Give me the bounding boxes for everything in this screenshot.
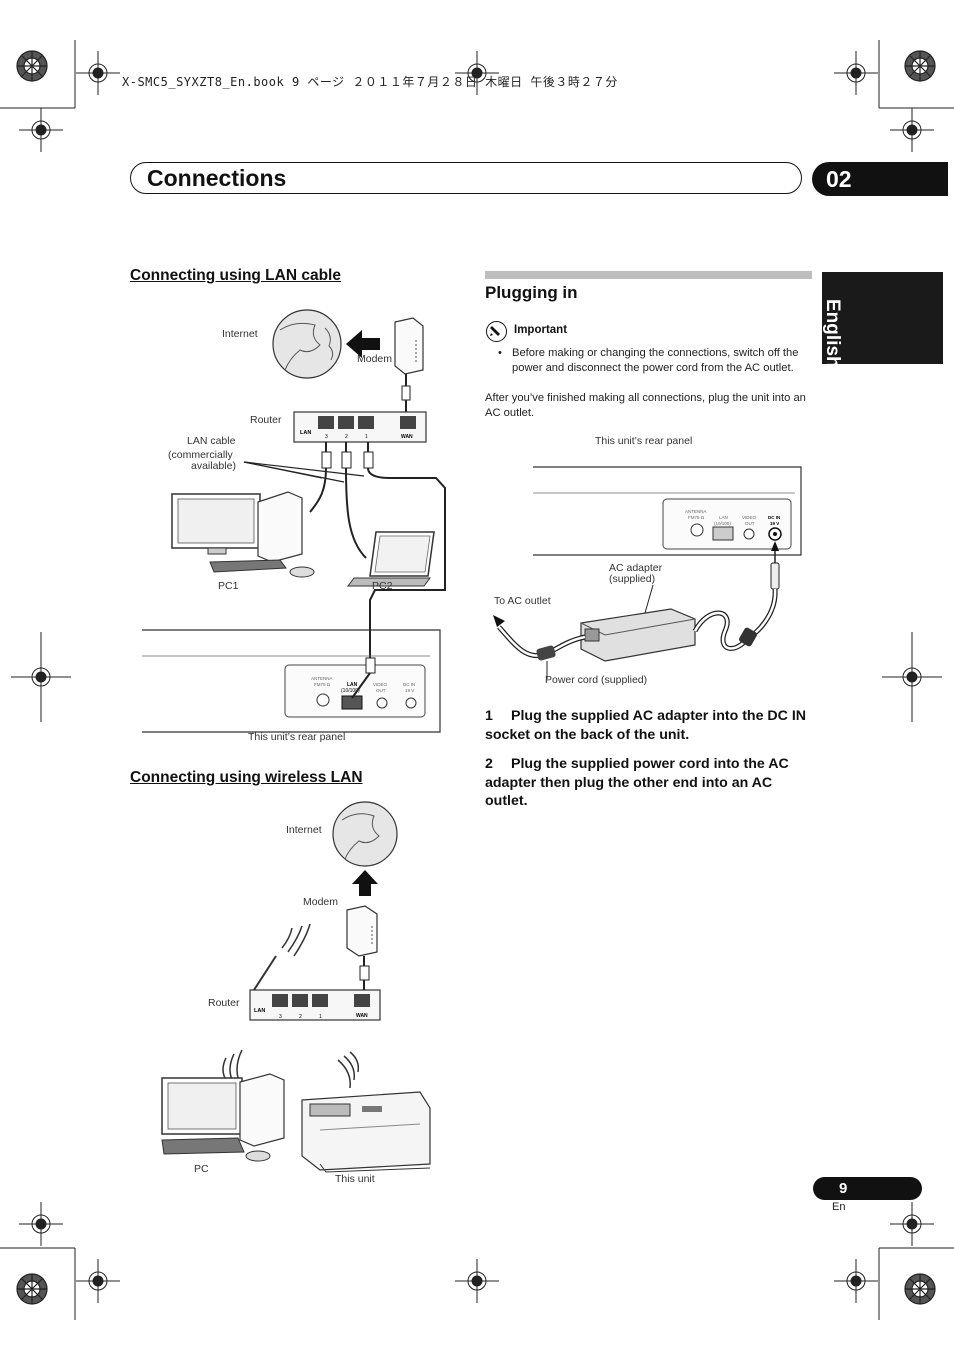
lan-cable-label-3: available): [191, 460, 236, 472]
to-ac-outlet-label: To AC outlet: [494, 595, 551, 607]
svg-text:2: 2: [299, 1014, 302, 1020]
svg-text:FM75 Ω: FM75 Ω: [314, 682, 331, 687]
wireless-lan-diagram: LAN 3 2 1 WAN: [161, 801, 431, 1173]
page-language: En: [832, 1201, 846, 1213]
svg-text:OUT: OUT: [745, 521, 755, 526]
chapter-title: Connections: [147, 165, 287, 191]
lan-cable-label-1: LAN cable: [187, 435, 236, 447]
svg-text:VIDEO: VIDEO: [742, 515, 757, 520]
pc-computer-icon: [161, 1073, 285, 1162]
wireless-router-label: Router: [208, 997, 240, 1009]
lan-cable-diagram: LAN 3 2 1 WAN: [142, 309, 446, 733]
lan-cable-label-2: (commercially: [168, 449, 233, 461]
important-bullet-text: Before making or changing the connection…: [512, 347, 799, 374]
arrow-outlet-icon: [493, 615, 505, 627]
pc2-laptop-icon: [347, 531, 435, 587]
router-lan-text: LAN: [300, 430, 311, 436]
ac-adapter-label-1: AC adapter: [609, 562, 663, 574]
plugging-in-diagram: ANTENNA FM75 Ω LAN (10/100) VIDEO OUT DC…: [493, 466, 802, 679]
svg-text:(10/100): (10/100): [341, 688, 360, 694]
lan-modem-label: Modem: [357, 353, 393, 365]
router-icon: LAN 3 2 1 WAN: [249, 989, 381, 1021]
svg-text:1: 1: [365, 434, 368, 440]
arrow-left-icon: [346, 330, 380, 358]
wireless-pc-label: PC: [194, 1163, 209, 1175]
svg-text:2: 2: [345, 434, 348, 440]
power-cord-label: Power cord (supplied): [545, 674, 648, 686]
lan-router-label: Router: [250, 414, 282, 426]
lan-section-heading: Connecting using LAN cable: [130, 267, 341, 284]
svg-text:DC IN: DC IN: [403, 682, 415, 687]
router-icon: LAN 3 2 1 WAN: [293, 411, 427, 443]
wireless-section-heading: Connecting using wireless LAN: [130, 769, 363, 786]
svg-text:LAN: LAN: [254, 1008, 265, 1014]
plug-rear-panel-label: This unit’s rear panel: [595, 435, 693, 447]
page-number: 9: [813, 1177, 922, 1200]
modem-icon: [346, 905, 378, 957]
arrow-up-icon: [352, 870, 378, 896]
important-label: Important: [514, 324, 568, 336]
chapter-title-frame: [130, 162, 802, 194]
unit-rear-panel-icon: ANTENNA FM75 Ω LAN (10/100) VIDEO OUT DC…: [142, 629, 441, 733]
step-2-text: Plug the supplied power cord into the AC…: [485, 756, 789, 809]
ac-adapter-icon: [580, 608, 696, 662]
print-header: X-SMC5_SYXZT8_En.book 9 ページ ２０１１年７月２８日 木…: [122, 75, 618, 89]
svg-text:LAN: LAN: [719, 515, 728, 520]
svg-text:LAN: LAN: [347, 682, 358, 688]
section-rule: [485, 271, 812, 279]
wireless-this-unit-label: This unit: [335, 1173, 375, 1185]
svg-text:ANTENNA: ANTENNA: [685, 509, 707, 514]
svg-text:VIDEO: VIDEO: [373, 682, 388, 687]
step-1-text: Plug the supplied AC adapter into the DC…: [485, 708, 807, 743]
ac-adapter-label-2: (supplied): [609, 573, 656, 585]
svg-text:ANTENNA: ANTENNA: [311, 676, 333, 681]
pc1-computer-icon: [171, 491, 315, 578]
svg-text:DC IN: DC IN: [768, 515, 780, 520]
pc1-label: PC1: [218, 580, 239, 592]
step-2-number: 2: [485, 756, 493, 772]
svg-text:3: 3: [279, 1014, 282, 1020]
svg-text:19 V: 19 V: [405, 688, 414, 693]
svg-text:19 V: 19 V: [770, 521, 779, 526]
wireless-internet-label: Internet: [286, 824, 322, 836]
pc2-label: PC2: [372, 580, 393, 592]
important-pen-icon: [486, 321, 507, 342]
modem-icon: [394, 317, 424, 375]
chapter-number: 02: [812, 162, 948, 196]
unit-rear-panel-icon: ANTENNA FM75 Ω LAN (10/100) VIDEO OUT DC…: [533, 466, 802, 556]
lan-internet-label: Internet: [222, 328, 258, 340]
svg-text:FM75 Ω: FM75 Ω: [688, 515, 705, 520]
svg-text:WAN: WAN: [401, 434, 413, 440]
step-1-number: 1: [485, 708, 493, 724]
svg-text:OUT: OUT: [376, 688, 386, 693]
this-unit-device-icon: [301, 1091, 431, 1173]
bullet-marker: •: [498, 347, 502, 359]
arrow-up-icon: [771, 541, 779, 551]
svg-text:WAN: WAN: [356, 1013, 368, 1019]
internet-globe-icon: [272, 309, 342, 379]
language-tab-label: English: [822, 299, 843, 368]
plugging-in-heading: Plugging in: [485, 283, 578, 302]
svg-text:(10/100): (10/100): [714, 521, 731, 526]
internet-globe-icon: [332, 801, 398, 867]
svg-text:1: 1: [319, 1014, 322, 1020]
wireless-modem-label: Modem: [303, 896, 339, 908]
plugging-in-body: After you’ve finished making all connect…: [485, 392, 806, 419]
svg-text:3: 3: [325, 434, 328, 440]
language-tab: [822, 272, 943, 364]
lan-rear-panel-label: This unit’s rear panel: [248, 731, 346, 743]
